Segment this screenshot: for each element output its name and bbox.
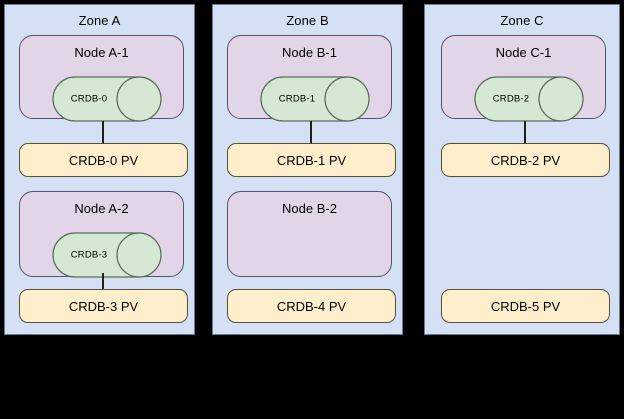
node-a-2[interactable]: Node A-2 CRDB-3 [19,191,184,278]
connector-node-a-1-to-pv [102,121,104,143]
database-crdb-2[interactable]: CRDB-2 [474,76,584,122]
pv-crdb-5-label: CRDB-5 PV [490,298,561,314]
cylinder-icon [260,76,370,122]
cylinder-icon [474,76,584,122]
connector-node-a-2-to-pv [102,273,104,293]
database-crdb-1[interactable]: CRDB-1 [260,76,370,122]
database-crdb-3-label: CRDB-3 [70,249,108,261]
node-b-2[interactable]: Node B-2 [227,191,392,277]
zone-c-title: Zone C [500,13,544,28]
zone-a-container: Zone A Node A-1 CRDB-0 CRDB-0 PV Node A-… [4,4,195,335]
node-b-1[interactable]: Node B-1 CRDB-1 [227,35,392,122]
zone-b-container: Zone B Node B-1 CRDB-1 CRDB-1 PV Node B-… [212,4,403,335]
cylinder-icon [52,232,162,278]
node-b-2-label: Node B-2 [282,201,337,216]
connector-node-c-1-to-pv [524,121,526,143]
pv-crdb-3[interactable]: CRDB-3 PV [19,289,188,323]
node-a-1-label: Node A-1 [74,45,129,60]
zone-c-container: Zone C Node C-1 CRDB-2 CRDB-2 PV CRDB-5 … [424,4,620,335]
pv-crdb-4-label: CRDB-4 PV [276,298,347,314]
zone-b-title: Zone B [286,13,329,28]
node-a-2-label: Node A-2 [74,201,129,216]
node-b-1-label: Node B-1 [282,45,337,60]
pv-crdb-5[interactable]: CRDB-5 PV [441,289,610,323]
connector-node-b-1-to-pv [310,121,312,143]
pv-crdb-3-label: CRDB-3 PV [68,298,139,314]
node-a-1[interactable]: Node A-1 CRDB-0 [19,35,184,122]
database-crdb-1-label: CRDB-1 [278,93,316,105]
pv-crdb-1[interactable]: CRDB-1 PV [227,143,396,177]
pv-crdb-0[interactable]: CRDB-0 PV [19,143,188,177]
pv-crdb-2[interactable]: CRDB-2 PV [441,143,610,177]
pv-crdb-1-label: CRDB-1 PV [276,152,347,168]
cylinder-icon [52,76,162,122]
pv-crdb-2-label: CRDB-2 PV [490,152,561,168]
database-crdb-0-label: CRDB-0 [70,93,108,105]
zone-a-title: Zone A [78,13,121,28]
database-crdb-3[interactable]: CRDB-3 [52,232,162,278]
database-crdb-0[interactable]: CRDB-0 [52,76,162,122]
node-c-1-label: Node C-1 [495,45,552,60]
node-c-1[interactable]: Node C-1 CRDB-2 [441,35,606,122]
database-crdb-2-label: CRDB-2 [492,93,530,105]
pv-crdb-4[interactable]: CRDB-4 PV [227,289,396,323]
pv-crdb-0-label: CRDB-0 PV [68,152,139,168]
